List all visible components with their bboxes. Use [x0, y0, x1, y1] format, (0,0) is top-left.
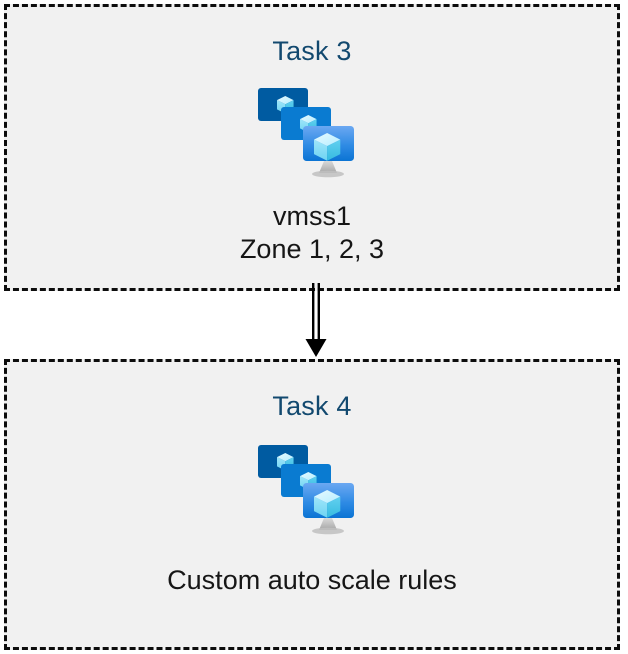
vm-scale-set-icon: [252, 80, 372, 184]
task3-captions: vmss1 Zone 1, 2, 3: [240, 200, 384, 266]
task4-caption-line-1: Custom auto scale rules: [167, 565, 457, 595]
task-box-task3[interactable]: Task 3: [4, 4, 620, 291]
task4-title: Task 4: [272, 391, 352, 421]
task-box-task4[interactable]: Task 4: [4, 359, 620, 650]
task3-caption-line-2: Zone 1, 2, 3: [239, 234, 385, 264]
connector-arrow-task3-to-task4: [296, 283, 336, 363]
task3-title: Task 3: [272, 36, 352, 66]
vm-scale-set-icon: [252, 437, 372, 541]
task3-caption-line-1: vmss1: [272, 201, 351, 231]
task4-captions: Custom auto scale rules: [167, 564, 457, 597]
